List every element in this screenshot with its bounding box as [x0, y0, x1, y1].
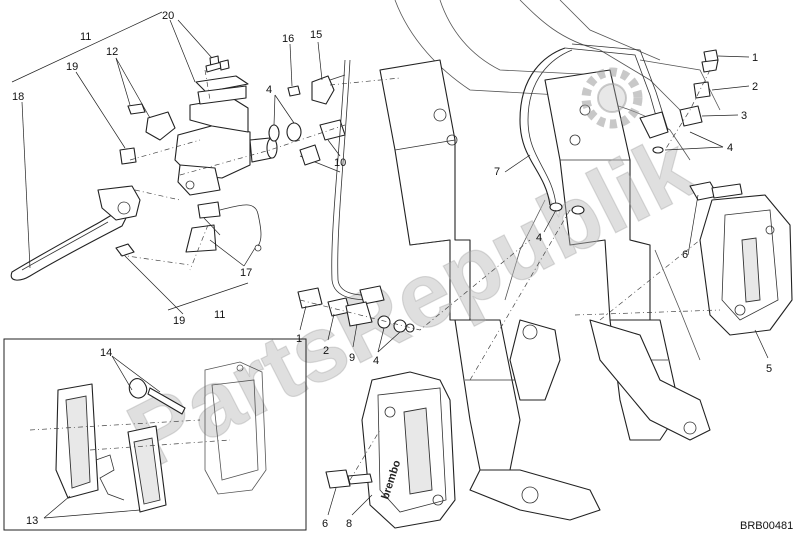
callout-1: 1: [752, 52, 758, 64]
callout-1: 1: [296, 333, 302, 345]
callout-10: 10: [334, 157, 346, 169]
brake-pad-inset: [3, 338, 307, 531]
callout-20: 20: [162, 10, 174, 22]
callout-labels: 1 2 3 4 5 6 7 4 11 20 12 19 18 16 15 4 1…: [12, 10, 793, 532]
callout-4: 4: [536, 232, 542, 244]
callout-5: 5: [766, 363, 772, 375]
reference-code: BRB00481: [740, 520, 793, 532]
callout-3: 3: [741, 110, 747, 122]
callout-15: 15: [310, 29, 322, 41]
left-caliper: brembo: [325, 209, 571, 529]
master-cylinder-group: [10, 11, 401, 311]
leader-lines: [21, 19, 769, 519]
callout-9: 9: [349, 352, 355, 364]
callout-4: 4: [373, 355, 379, 367]
callout-8: 8: [346, 518, 352, 530]
callout-19: 19: [173, 315, 185, 327]
middle-fittings: [297, 239, 531, 333]
callout-2: 2: [323, 345, 329, 357]
callout-17: 17: [240, 267, 252, 279]
callout-2: 2: [752, 81, 758, 93]
callout-11: 11: [80, 31, 91, 43]
callout-7: 7: [494, 166, 500, 178]
right-caliper: [574, 181, 793, 336]
callout-14: 14: [100, 347, 112, 359]
callout-16: 16: [282, 33, 294, 45]
callout-18: 18: [12, 91, 24, 103]
callout-19: 19: [66, 61, 78, 73]
callout-6: 6: [682, 249, 688, 261]
gear-icon: [581, 67, 643, 129]
callout-12: 12: [106, 46, 118, 58]
brake-hose: [331, 43, 669, 305]
callout-6: 6: [322, 518, 328, 530]
callout-4: 4: [727, 142, 733, 154]
callout-4: 4: [266, 84, 272, 96]
front-fork-assembly: [379, 0, 721, 521]
callout-13: 13: [26, 515, 38, 527]
callout-11: 11: [214, 309, 225, 321]
right-fittings: [664, 49, 719, 151]
